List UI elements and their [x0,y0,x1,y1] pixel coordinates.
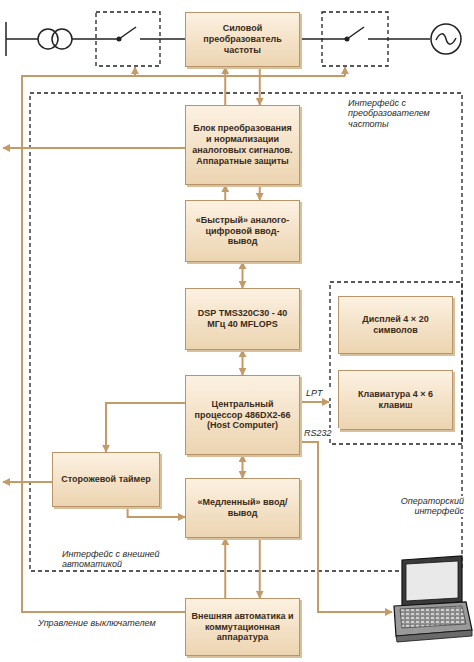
process-box: «Медленный» ввод/вывод [185,478,300,538]
region-label: Интерфейс с преобразователем частоты [346,98,460,129]
region-label: Операторский интерфейс [372,496,466,517]
laptop-lid [402,556,462,606]
connector-arrow [259,185,261,200]
laptop-keyboard [400,606,466,628]
wire [368,38,430,40]
box-text: Силовой преобразователь частоты [186,20,299,58]
wire [140,38,185,40]
box-text: Сторожевой таймер [56,471,155,488]
process-box: DSP TMS320C30 - 40 МГц 40 MFLOPS [185,288,300,350]
signal-label: Управление выключателем [36,618,180,628]
wire [6,38,38,40]
connector-arrow [242,262,244,288]
lpt-arrow [300,401,329,403]
box-text: Центральный процессор 486DX2-66 (Host Co… [186,396,299,434]
transformer-symbol [52,29,72,49]
laptop-edge [396,630,472,642]
control-arrow [344,67,346,76]
wire [72,38,118,40]
process-box: Центральный процессор 486DX2-66 (Host Co… [185,375,300,455]
process-box: Сторожевой таймер [52,452,160,507]
box-text: «Медленный» ввод/вывод [186,494,299,522]
output-arrow [3,481,52,483]
port-label: RS232 [302,428,340,438]
box-text: Блок преобразования и нормализации анало… [186,120,299,169]
box-text: Клавиатура 4 × 6 клавиш [339,386,452,414]
display-box: Дисплей 4 × 20 символов [338,296,453,354]
keyboard-box: Клавиатура 4 × 6 клавиш [338,370,453,430]
power-box: Силовой преобразователь частоты [185,12,300,67]
laptop-screen [406,561,458,601]
region-label: Интерфейс с внешней автоматикой [60,549,214,570]
process-box: Блок преобразования и нормализации анало… [185,105,300,185]
control-line [22,76,345,612]
operator-region [330,282,462,444]
box-text: DSP TMS320C30 - 40 МГц 40 MFLOPS [186,305,299,333]
switch-blade [347,27,364,39]
switch-blade [119,27,136,39]
rs232-line [300,442,392,612]
box-text: Внешняя автоматика и коммутационная аппа… [186,608,299,646]
sine-symbol [436,34,456,44]
port-label: LPT [304,388,332,398]
connector-arrow [242,455,244,478]
wire [300,38,346,40]
connector-arrow [106,403,185,452]
box-text: «Быстрый» аналого-цифровой ввод-вывод [186,212,299,250]
connector-arrow [224,67,226,105]
output-arrow [3,147,185,149]
process-box: Внешняя автоматика и коммутационная аппа… [185,598,300,656]
process-box: «Быстрый» аналого-цифровой ввод-вывод [185,200,300,262]
connector-arrow [224,538,226,598]
connector-arrow [242,350,244,375]
control-arrow [134,67,136,76]
box-text: Дисплей 4 × 20 символов [339,311,452,339]
connector-arrow [128,507,185,517]
connector-arrow [224,185,226,200]
connector-arrow [259,67,261,105]
ac-source-symbol [431,24,461,54]
connector-arrow [259,538,261,598]
